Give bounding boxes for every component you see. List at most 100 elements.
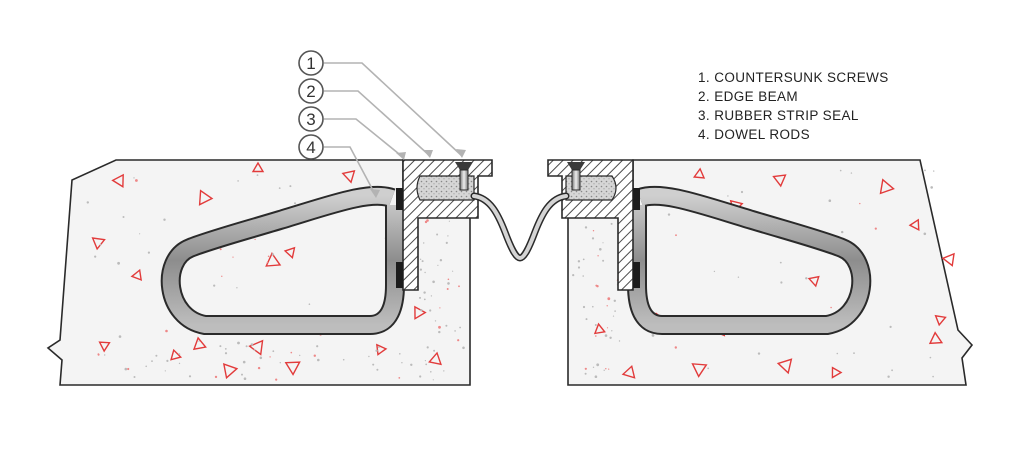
aggregate-triangle — [621, 364, 636, 379]
aggregate-speck — [410, 363, 413, 366]
aggregate-speck — [135, 179, 138, 182]
leader-arrowheads — [370, 149, 466, 198]
aggregate-speck — [929, 356, 932, 359]
aggregate-triangle — [170, 348, 183, 361]
aggregate-speck — [582, 275, 584, 277]
aggregate-speck — [269, 356, 271, 358]
aggregate-speck — [425, 363, 428, 366]
left-countersunk-screw — [455, 162, 473, 191]
aggregate-triangle — [928, 331, 944, 345]
aggregate-speck — [447, 278, 450, 281]
aggregate-speck — [133, 177, 135, 179]
aggregate-speck — [839, 169, 842, 172]
aggregate-speck — [447, 282, 450, 285]
aggregate-speck — [165, 329, 168, 333]
aggregate-speck — [727, 195, 729, 197]
aggregate-speck — [86, 201, 90, 204]
aggregate-speck — [401, 362, 403, 364]
aggregate-speck — [279, 362, 281, 364]
callout-1: 1 — [298, 50, 324, 76]
aggregate-speck — [164, 370, 166, 372]
aggregate-speck — [424, 220, 428, 224]
aggregate-speck — [599, 248, 602, 251]
aggregate-speck — [675, 234, 677, 237]
aggregate-speck — [430, 371, 432, 373]
right-dowel-rod — [627, 185, 872, 335]
legend-item-1: 1. COUNTERSUNK SCREWS — [698, 70, 889, 85]
aggregate-speck — [368, 355, 370, 358]
aggregate-speck — [198, 340, 200, 342]
aggregate-speck — [163, 218, 166, 221]
aggregate-speck — [923, 232, 927, 236]
aggregate-speck — [597, 255, 599, 257]
aggregate-speck — [594, 324, 597, 326]
aggregate-speck — [707, 367, 710, 370]
aggregate-speck — [841, 230, 844, 234]
aggregate-speck — [859, 202, 861, 205]
aggregate-speck — [458, 285, 460, 288]
aggregate-speck — [445, 324, 448, 327]
aggregate-speck — [592, 230, 595, 232]
aggregate-speck — [188, 375, 192, 378]
aggregate-speck — [430, 295, 433, 297]
left-edge-beam — [396, 159, 493, 291]
aggregate-speck — [299, 354, 301, 357]
aggregate-speck — [930, 186, 933, 189]
aggregate-speck — [278, 187, 281, 190]
aggregate-speck — [608, 368, 610, 370]
aggregate-triangle — [98, 341, 111, 353]
aggregate-speck — [602, 242, 604, 244]
aggregate-speck — [419, 296, 421, 299]
aggregate-speck — [237, 341, 240, 345]
aggregate-speck — [457, 339, 460, 342]
aggregate-speck — [178, 353, 181, 355]
aggregate-speck — [874, 227, 877, 230]
aggregate-speck — [376, 368, 379, 371]
aggregate-speck — [577, 260, 581, 263]
aggregate-speck — [445, 241, 448, 244]
aggregate-speck — [432, 379, 434, 381]
aggregate-speck — [151, 360, 153, 362]
aggregate-speck — [604, 334, 608, 337]
aggregate-speck — [932, 375, 934, 378]
aggregate-speck — [124, 367, 128, 371]
aggregate-speck — [613, 299, 616, 302]
aggregate-speck — [889, 325, 892, 328]
callout-4: 4 — [298, 134, 324, 160]
aggregate-triangle — [251, 161, 265, 173]
aggregate-speck — [423, 291, 426, 294]
aggregate-speck — [830, 306, 832, 309]
aggregate-speck — [133, 376, 136, 378]
aggregate-speck — [606, 305, 608, 307]
aggregate-speck — [424, 360, 426, 362]
aggregate-speck — [596, 363, 600, 367]
aggregate-speck — [419, 268, 422, 271]
aggregate-speck — [275, 378, 278, 381]
aggregate-speck — [224, 352, 228, 355]
aggregate-speck — [437, 264, 439, 266]
callout-2: 2 — [298, 78, 324, 104]
aggregate-speck — [433, 349, 436, 352]
aggregate-speck — [439, 307, 441, 309]
aggregate-speck — [426, 346, 429, 349]
aggregate-speck — [118, 335, 122, 338]
aggregate-speck — [584, 367, 587, 370]
aggregate-speck — [462, 346, 465, 350]
aggregate-speck — [372, 363, 375, 366]
aggregate-speck — [236, 287, 238, 289]
aggregate-speck — [438, 330, 441, 334]
aggregate-speck — [155, 354, 158, 357]
aggregate-speck — [446, 288, 449, 290]
aggregate-speck — [828, 199, 832, 202]
aggregate-speck — [439, 259, 443, 262]
aggregate-speck — [584, 226, 588, 229]
aggregate-speck — [740, 190, 744, 194]
aggregate-speck — [614, 310, 616, 312]
aggregate-speck — [577, 266, 581, 269]
aggregate-speck — [602, 259, 605, 262]
aggregate-speck — [257, 366, 261, 370]
aggregate-speck — [294, 202, 296, 205]
aggregate-speck — [272, 350, 275, 353]
aggregate-triangle — [941, 252, 955, 267]
aggregate-speck — [256, 174, 259, 177]
